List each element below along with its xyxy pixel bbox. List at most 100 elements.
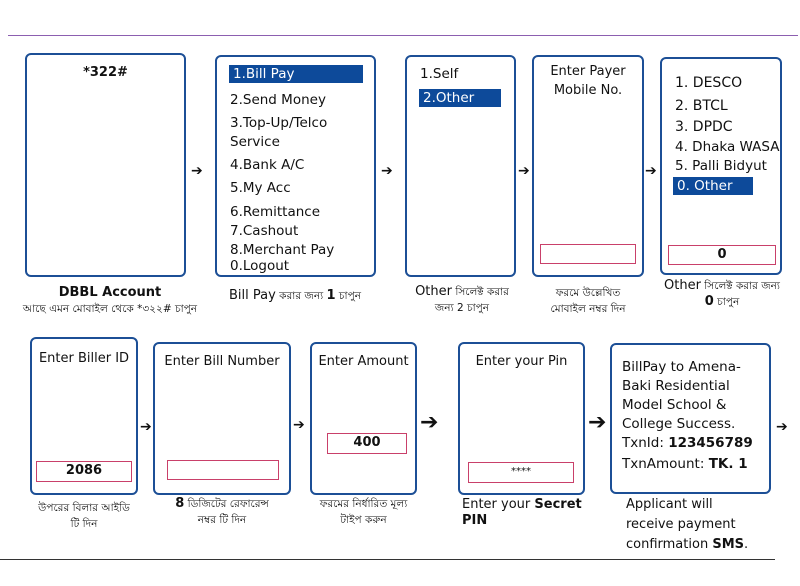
caption-step8: ফরমের নির্ধারিত মূল্য টাইপ করুন [305, 496, 422, 528]
caption-step5: Other সিলেক্ট করার জন্য 0 চাপুন [652, 278, 792, 310]
caption-step10-sms: SMS [712, 537, 744, 552]
phone-screen-biller-list: 1. DESCO 2. BTCL 3. DPDC 4. Dhaka WASA 5… [660, 57, 782, 275]
menu-item-bank[interactable]: 4.Bank A/C [230, 157, 305, 173]
amount-title: Enter Amount [318, 354, 409, 369]
caption-step6-line1: উপরের বিলার আইডি [38, 502, 130, 514]
caption-step10-line3: confirmation [626, 537, 709, 552]
biller-dpdc[interactable]: 3. DPDC [675, 119, 733, 135]
arrow-right-icon: ➔ [518, 163, 530, 179]
caption-step8-line1: ফরমের নির্ধারিত মূল্য [319, 498, 408, 510]
phone-screen-amount: Enter Amount 400 [310, 342, 417, 495]
caption-step3-en: Other [415, 284, 452, 299]
menu-item-remittance[interactable]: 6.Remittance [230, 204, 321, 220]
biller-id-input[interactable]: 2086 [36, 461, 132, 482]
arrow-right-icon: ➔ [420, 410, 439, 435]
dial-code: *322# [83, 65, 128, 80]
option-self[interactable]: 1.Self [420, 66, 459, 82]
caption-step3: Other সিলেক্ট করার জন্য 2 চাপুন [398, 284, 526, 316]
caption-step5-en: Other [664, 278, 701, 293]
caption-step5-num: 0 [704, 294, 714, 309]
phone-screen-biller-id: Enter Biller ID 2086 [30, 337, 138, 495]
caption-step5-end: চাপুন [717, 296, 740, 308]
phone-screen-confirmation: BillPay to Amena- Baki Residential Model… [610, 343, 771, 494]
biller-palli-bidyut[interactable]: 5. Palli Bidyut [675, 158, 767, 174]
phone-screen-main-menu: 1.Bill Pay 2.Send Money 3.Top-Up/Telco S… [215, 55, 376, 277]
phone-screen-pin: Enter your Pin **** [458, 342, 585, 495]
biller-other[interactable]: 0. Other [673, 177, 753, 195]
caption-step2-end: চাপুন [338, 290, 361, 302]
menu-item-my-acc[interactable]: 5.My Acc [230, 180, 291, 196]
txn-amount-value: TK. 1 [708, 456, 748, 472]
caption-step7-num: 8 [175, 496, 185, 511]
caption-step2-en: Bill Pay [229, 288, 276, 303]
biller-choice-input[interactable]: 0 [668, 245, 776, 265]
menu-item-cashout[interactable]: 7.Cashout [230, 223, 299, 239]
top-divider [8, 35, 798, 36]
menu-item-send-money[interactable]: 2.Send Money [230, 92, 326, 108]
caption-step9-pre: Enter your [462, 497, 531, 512]
caption-step10-line2: receive payment [626, 517, 736, 532]
biller-dhaka-wasa[interactable]: 4. Dhaka WASA [675, 139, 780, 155]
phone-screen-bill-number: Enter Bill Number [153, 342, 291, 495]
amount-input[interactable]: 400 [327, 433, 407, 454]
menu-item-topup-service: Service [230, 134, 280, 150]
caption-step3-bn: সিলেক্ট করার [455, 286, 509, 298]
phone-screen-self-other: 1.Self 2.Other [405, 55, 516, 277]
arrow-right-icon: ➔ [191, 163, 203, 179]
caption-step2-num: 1 [326, 288, 336, 303]
arrow-right-icon: ➔ [588, 410, 607, 435]
caption-step7: 8 ডিজিটের রেফারেন্স নম্বর টি দিন [162, 496, 282, 528]
biller-btcl[interactable]: 2. BTCL [675, 98, 728, 114]
menu-item-bill-pay[interactable]: 1.Bill Pay [229, 65, 363, 83]
txn-id-value: 123456789 [668, 435, 753, 451]
caption-step2: Bill Pay করার জন্য 1 চাপুন [205, 288, 385, 304]
arrow-right-icon: ➔ [381, 163, 393, 179]
arrow-right-icon: ➔ [776, 419, 788, 435]
biller-id-title: Enter Biller ID [38, 351, 130, 366]
txn-amount-label: TxnAmount: [622, 456, 705, 472]
bottom-divider [0, 559, 775, 560]
caption-step1-bold: DBBL Account [58, 285, 162, 300]
bill-number-input[interactable] [167, 460, 279, 480]
confirm-line-3: Model School & [622, 397, 727, 413]
menu-item-merchant-pay[interactable]: 8.Merchant Pay [230, 242, 335, 258]
arrow-right-icon: ➔ [645, 163, 657, 179]
caption-step5-bn: সিলেক্ট করার জন্য [704, 280, 780, 292]
caption-step3-line2: জন্য 2 চাপুন [434, 302, 490, 314]
caption-step10: Applicant will receive payment confirmat… [626, 495, 776, 555]
caption-step4: ফরমে উল্লেখিত মোবাইল নম্বর দিন [530, 285, 646, 317]
pin-title: Enter your Pin [475, 354, 568, 369]
phone-screen-dial: *322# [25, 53, 186, 277]
caption-step9-pin: PIN [462, 513, 488, 528]
confirm-line-4: College Success. [622, 416, 736, 432]
caption-step4-line1: ফরমে উল্লেখিত [555, 287, 621, 299]
option-other[interactable]: 2.Other [419, 89, 501, 107]
caption-step7-line1: ডিজিটের রেফারেন্স [187, 498, 269, 510]
menu-item-logout[interactable]: 0.Logout [230, 258, 290, 274]
caption-step8-line2: টাইপ করুন [340, 514, 387, 526]
caption-step7-line2: নম্বর টি দিন [197, 514, 247, 526]
payer-mobile-title: Enter Payer Mobile No. [550, 64, 626, 98]
caption-step10-end: . [744, 537, 749, 552]
pin-input[interactable]: **** [468, 462, 574, 483]
phone-screen-payer-mobile: Enter Payer Mobile No. [532, 55, 644, 277]
caption-step9: Enter your Secret PIN [462, 497, 592, 529]
caption-step6: উপরের বিলার আইডি টি দিন [25, 500, 143, 532]
bill-number-title: Enter Bill Number [164, 354, 280, 369]
payer-mobile-input[interactable] [540, 244, 636, 264]
arrow-right-icon: ➔ [140, 419, 152, 435]
caption-step2-bn: করার জন্য [279, 290, 324, 302]
menu-item-topup[interactable]: 3.Top-Up/Telco [230, 115, 328, 131]
caption-step10-line1: Applicant will [626, 497, 713, 512]
caption-step4-line2: মোবাইল নম্বর দিন [550, 303, 626, 315]
arrow-right-icon: ➔ [293, 417, 305, 433]
confirm-line-1: BillPay to Amena- [622, 359, 741, 375]
biller-desco[interactable]: 1. DESCO [675, 75, 743, 91]
caption-step1: DBBL Account আছে এমন মোবাইল থেকে *৩২২# চ… [15, 285, 205, 317]
caption-step6-line2: টি দিন [70, 518, 98, 530]
caption-step9-secret: Secret [534, 497, 582, 512]
caption-step1-sub: আছে এমন মোবাইল থেকে *৩২২# চাপুন [22, 303, 198, 315]
confirm-line-2: Baki Residential [622, 378, 730, 394]
txn-id-row: TxnId: 123456789 [622, 435, 753, 451]
txn-amount-row: TxnAmount: TK. 1 [622, 456, 748, 472]
